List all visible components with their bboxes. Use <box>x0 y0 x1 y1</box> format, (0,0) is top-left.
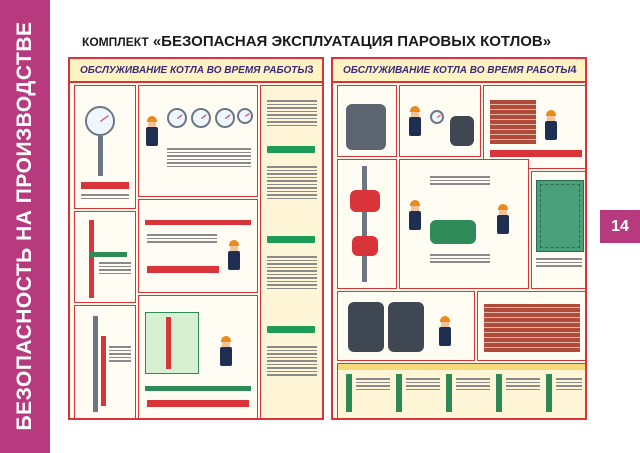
worker-illustration <box>408 200 422 230</box>
worker-illustration <box>544 110 558 140</box>
gauge-illustration <box>167 108 187 128</box>
page-title-lead: КОМПЛЕКТ <box>82 35 149 49</box>
page-title-main: «БЕЗОПАСНАЯ ЭКСПЛУАТАЦИЯ ПАРОВЫХ КОТЛОВ» <box>152 33 552 50</box>
page-title: КОМПЛЕКТ «БЕЗОПАСНАЯ ЭКСПЛУАТАЦИЯ ПАРОВЫ… <box>82 33 551 50</box>
poster-3-panel-gauge-check <box>138 85 258 197</box>
poster-3-text-block <box>267 166 317 201</box>
poster-3-number: 3 <box>307 64 314 76</box>
gauge-illustration <box>237 108 253 124</box>
gauge-glass-illustration <box>546 374 552 412</box>
poster-4-header: ОБСЛУЖИВАНИЕ КОТЛА ВО ВРЕМЯ РАБОТЫ 4 <box>333 59 585 83</box>
poster-4-text-block <box>430 254 490 265</box>
poster-3-panel-thermometer-2 <box>74 305 136 418</box>
poster-3-panel-gas-tightness <box>138 199 258 293</box>
poster-3-text-block <box>267 256 317 291</box>
poster-4-text-block <box>556 378 582 392</box>
poster-4-panel-electric-overheat <box>399 159 529 289</box>
gauge-illustration <box>215 108 235 128</box>
poster-4-text-block <box>356 378 390 392</box>
heating-surface-illustration <box>484 304 580 352</box>
poster-4-warning-1 <box>490 150 582 157</box>
gauge-illustration <box>430 110 444 124</box>
poster-4-number: 4 <box>570 64 577 76</box>
poster-4-panel-heating-surfaces <box>477 291 585 361</box>
worker-illustration <box>438 316 452 346</box>
poster-3-warning-2 <box>147 266 219 273</box>
pipe-illustration <box>101 336 106 406</box>
poster-3-note-green-3 <box>267 326 315 333</box>
poster-3-panel-instruments <box>74 85 136 209</box>
vertical-pipe-illustration <box>89 220 94 298</box>
blowdown-pipe-illustration <box>145 386 251 391</box>
side-banner: БЕЗОПАСНОСТЬ НА ПРОИЗВОДСТВЕ <box>0 0 50 453</box>
worker-illustration <box>219 336 233 366</box>
poster-3-text-block <box>267 100 317 128</box>
blowdown-inset <box>145 312 199 374</box>
poster-4-panel-boiler-walls <box>337 291 475 361</box>
poster-3-panel-periodic-blowdown <box>138 295 258 418</box>
poster-4-panel-door-closed <box>483 85 585 169</box>
poster-3: ОБСЛУЖИВАНИЕ КОТЛА ВО ВРЕМЯ РАБОТЫ 3 <box>68 57 324 420</box>
worker-illustration <box>145 116 159 146</box>
draft-gauge-illustration <box>346 104 386 150</box>
poster-4-panel-draft-gauge <box>337 85 397 157</box>
worker-illustration <box>408 106 422 136</box>
worker-illustration <box>227 240 241 270</box>
poster-3-header: ОБСЛУЖИВАНИЕ КОТЛА ВО ВРЕМЯ РАБОТЫ 3 <box>70 59 322 83</box>
poster-3-panel-water-gauge-check <box>260 85 322 418</box>
poster-3-text-block <box>167 148 251 169</box>
poster-3-text-block <box>147 234 217 245</box>
poster-3-text-block <box>81 194 129 201</box>
side-banner-text: БЕЗОПАСНОСТЬ НА ПРОИЗВОДСТВЕ <box>13 21 36 431</box>
poster-4: ОБСЛУЖИВАНИЕ КОТЛА ВО ВРЕМЯ РАБОТЫ 4 <box>331 57 587 420</box>
page-number-badge: 14 <box>600 210 640 243</box>
poster-3-text-block <box>109 346 131 364</box>
poster-3-warning-1 <box>81 182 129 189</box>
poster-3-text-block <box>99 262 131 276</box>
poster-4-text-block <box>430 176 490 187</box>
control-cabinet-illustration <box>536 180 584 252</box>
poster-3-note-green-1 <box>267 146 315 153</box>
gas-pipe-illustration <box>145 220 251 225</box>
motor-illustration <box>430 220 476 244</box>
regulator-illustration <box>350 190 380 212</box>
poster-4-panel-safety-valves <box>399 85 481 157</box>
gauge-glass-illustration <box>396 374 402 412</box>
gauge-stem-illustration <box>98 136 103 176</box>
horizontal-pipe-illustration <box>89 252 127 257</box>
poster-3-note-green-2 <box>267 236 315 243</box>
poster-4-panel-water-gauge-blowdown <box>337 363 585 418</box>
pipe-illustration <box>93 316 98 412</box>
gauge-glass-illustration <box>346 374 352 412</box>
boiler-illustration <box>348 302 384 352</box>
gas-line-illustration <box>362 166 367 282</box>
gauge-illustration <box>191 108 211 128</box>
poster-4-text-block <box>406 378 440 392</box>
poster-4-text-block <box>456 378 490 392</box>
regulator-illustration <box>352 236 378 256</box>
gauge-glass-illustration <box>496 374 502 412</box>
valve-illustration <box>450 116 474 146</box>
poster-4-panel-gas-meter <box>337 159 397 289</box>
pressure-gauge-illustration <box>85 106 115 136</box>
poster-4-text-block <box>506 378 540 392</box>
poster-3-title: ОБСЛУЖИВАНИЕ КОТЛА ВО ВРЕМЯ РАБОТЫ <box>80 64 308 76</box>
poster-4-panel-control-cabinet <box>531 171 585 289</box>
worker-illustration <box>496 204 510 234</box>
poster-3-panel-thermometer <box>74 211 136 303</box>
poster-4-text-block <box>536 258 582 269</box>
brick-wall-illustration <box>490 100 536 144</box>
poster-3-warning-3 <box>147 400 249 407</box>
gauge-glass-illustration <box>446 374 452 412</box>
poster-3-text-block <box>267 346 317 378</box>
boiler-illustration <box>388 302 424 352</box>
poster-4-title: ОБСЛУЖИВАНИЕ КОТЛА ВО ВРЕМЯ РАБОТЫ <box>343 64 571 76</box>
